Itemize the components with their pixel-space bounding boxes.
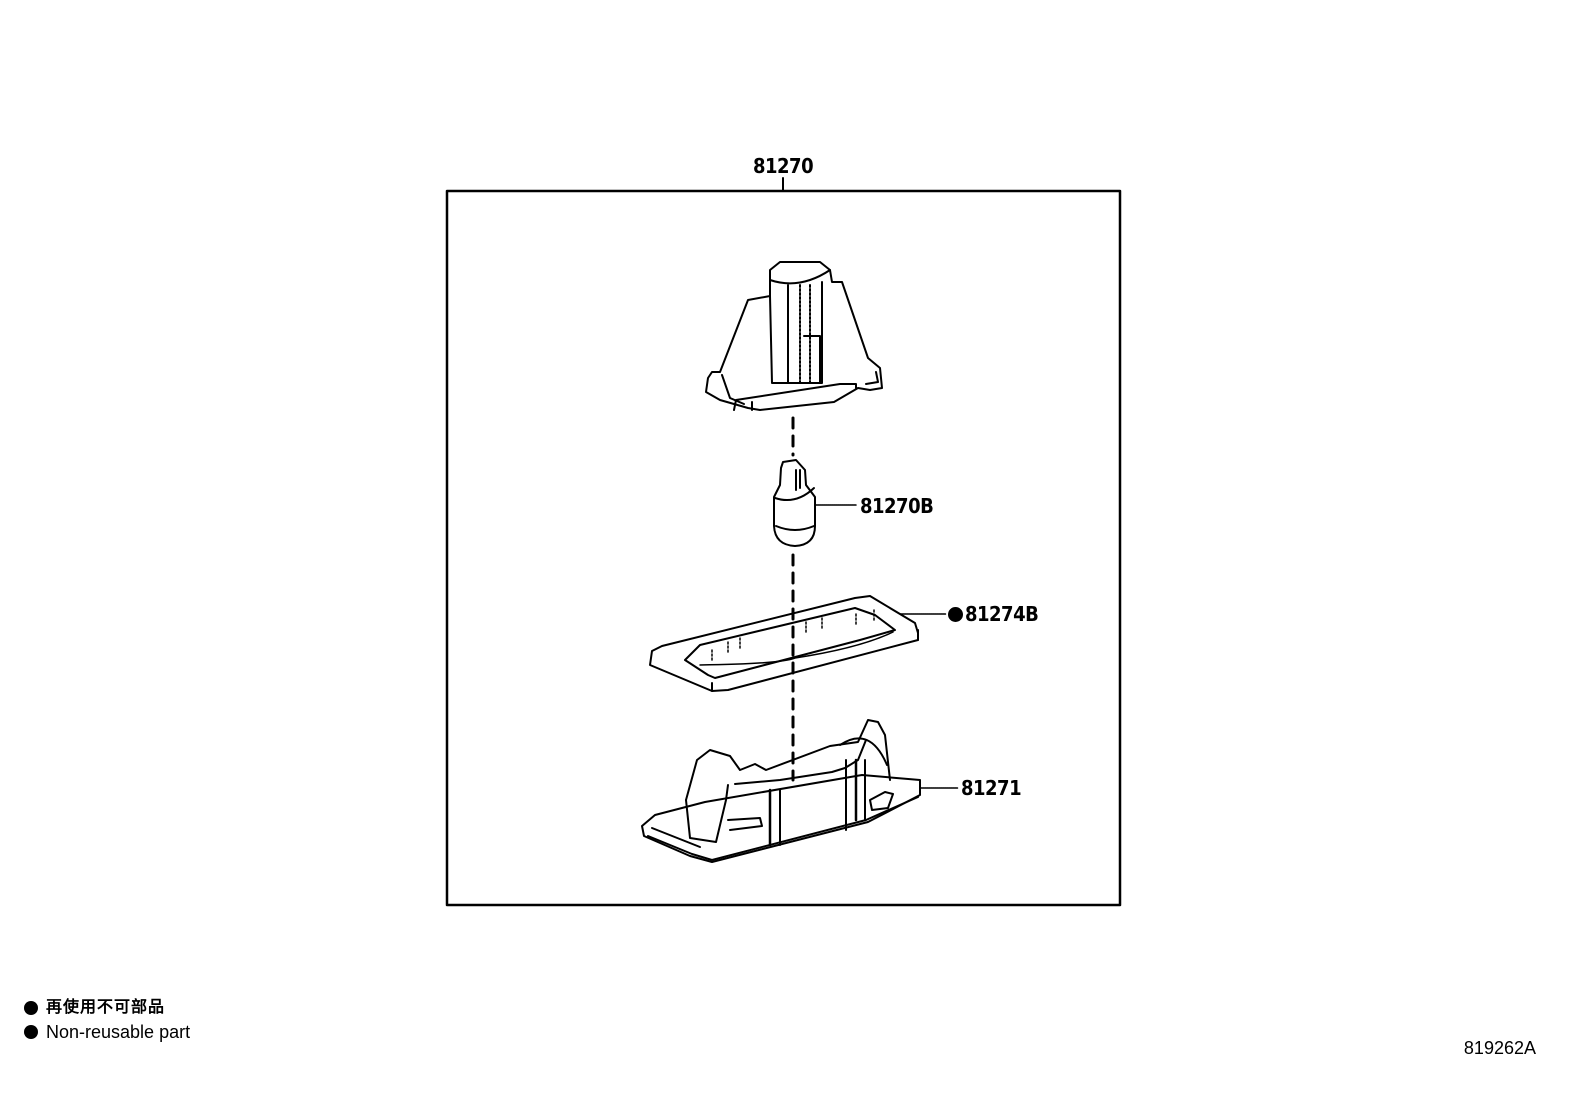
illustration-id: 819262A bbox=[1463, 1038, 1536, 1058]
non-reusable-marker-icon bbox=[948, 607, 963, 622]
legend-row-english: Non-reusable part bbox=[24, 1020, 190, 1044]
part-number-label: 81274B bbox=[965, 602, 1039, 626]
callout-81270: 81270 bbox=[753, 154, 814, 178]
lens-housing-part bbox=[641, 719, 921, 863]
part-number-label: 81270 bbox=[753, 154, 814, 178]
part-number-label: 81271 bbox=[961, 776, 1022, 800]
filled-circle-icon bbox=[24, 1001, 38, 1015]
legend: 再使用不可部品 Non-reusable part bbox=[24, 996, 190, 1044]
callout-81271: 81271 bbox=[961, 776, 1022, 800]
legend-row-japanese: 再使用不可部品 bbox=[24, 996, 190, 1020]
gasket-part bbox=[649, 595, 919, 692]
callout-81274b: 81274B bbox=[948, 602, 1039, 626]
legend-text-japanese: 再使用不可部品 bbox=[46, 999, 166, 1016]
callout-81270b: 81270B bbox=[860, 494, 934, 518]
bulb-part bbox=[773, 459, 816, 547]
legend-text-english: Non-reusable part bbox=[46, 1022, 191, 1042]
socket-part bbox=[705, 261, 883, 411]
part-number-label: 81270B bbox=[860, 494, 934, 518]
filled-circle-icon bbox=[24, 1025, 38, 1039]
